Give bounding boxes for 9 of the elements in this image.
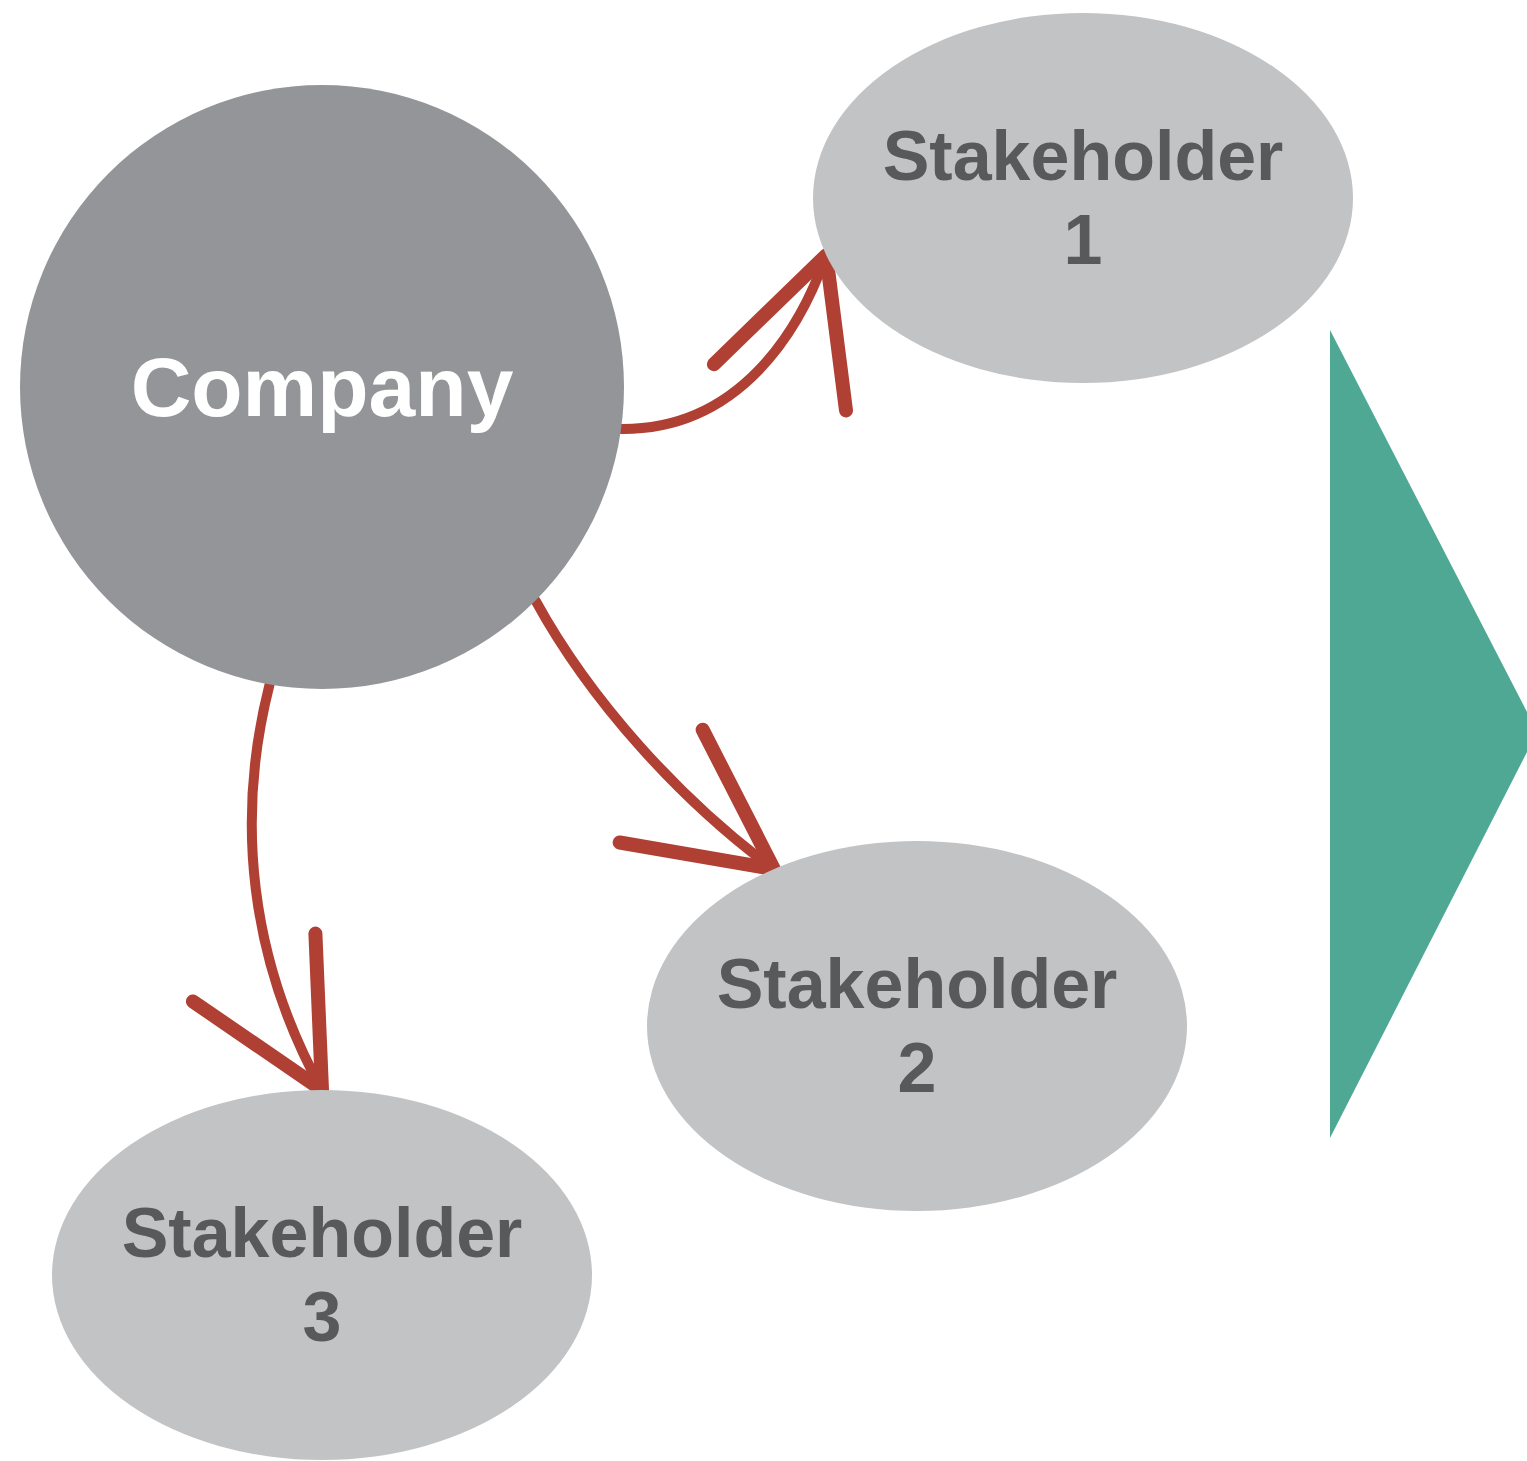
ellipse-node bbox=[813, 13, 1353, 383]
node-label: Company bbox=[129, 338, 515, 436]
node-label: Stakeholder 1 bbox=[881, 116, 1285, 281]
circle-node bbox=[20, 85, 624, 689]
ellipse-node bbox=[52, 1090, 592, 1460]
curved-arrow bbox=[530, 595, 781, 877]
node-label: Stakeholder 2 bbox=[715, 944, 1119, 1109]
ellipse-node bbox=[647, 841, 1187, 1211]
node-label: Stakeholder 3 bbox=[120, 1193, 524, 1358]
